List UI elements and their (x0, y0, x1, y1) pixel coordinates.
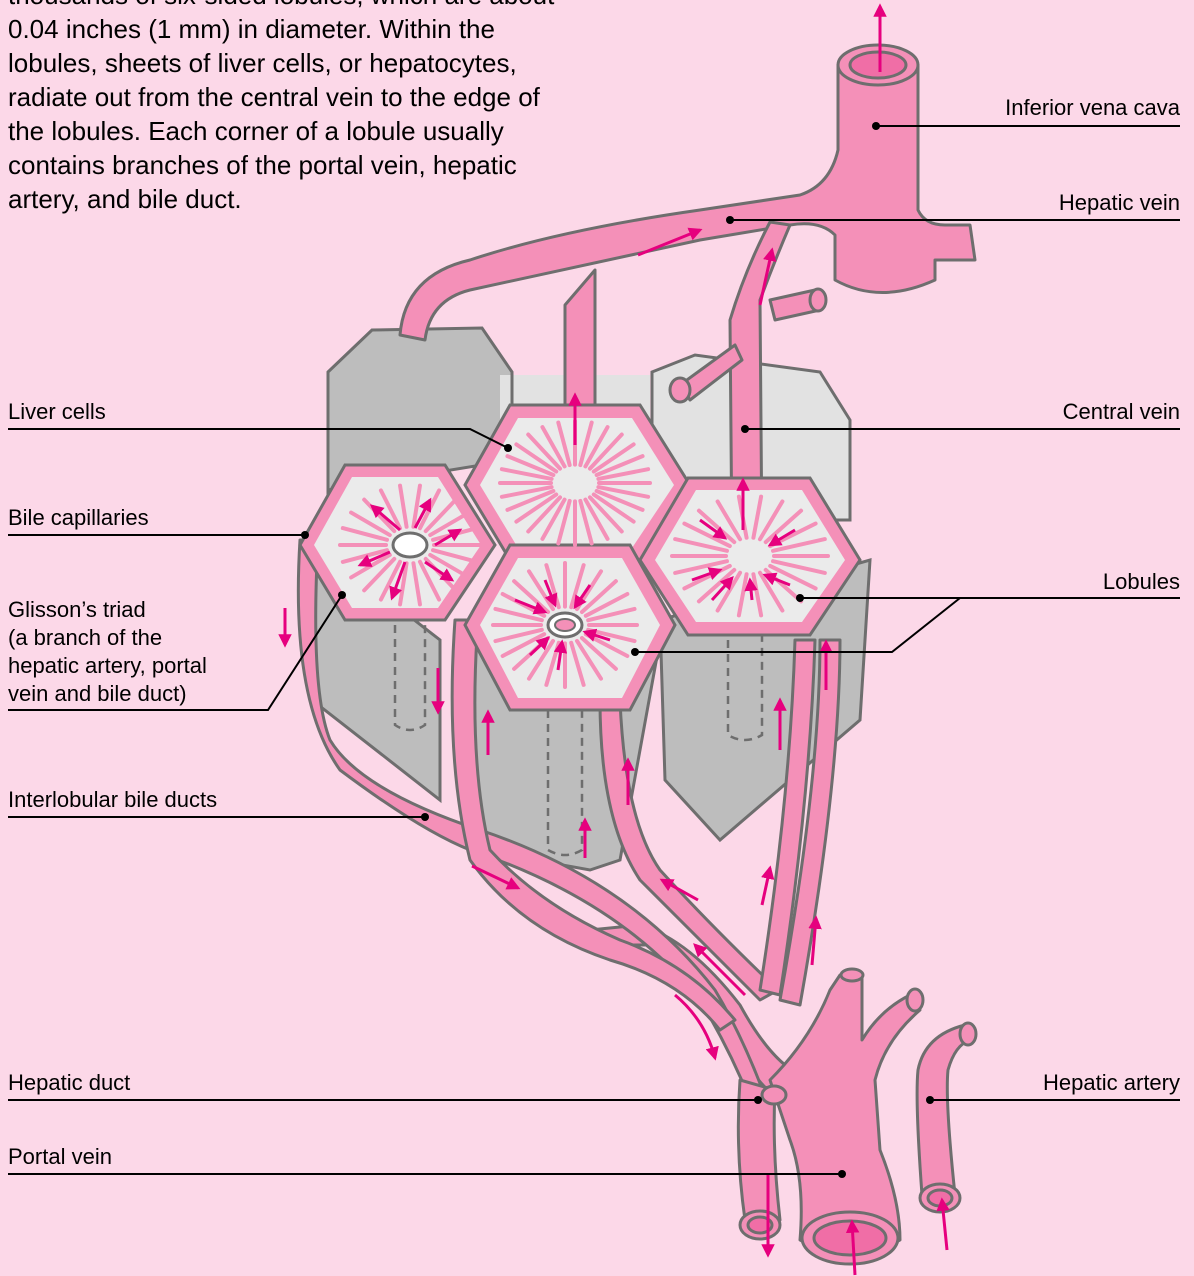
arrow-bundle (762, 868, 770, 905)
leader-glissons-triad (8, 595, 342, 710)
hepatic-vein-stub-opening (810, 289, 826, 311)
hepatic-artery-lumen (928, 1190, 952, 1206)
vena-cava-lumen (850, 52, 906, 78)
hepatic-artery (917, 1025, 970, 1195)
sublobular-vein-opening (670, 378, 690, 402)
hepatic-duct-side-opening (762, 1086, 786, 1104)
inferior-vena-cava (400, 65, 975, 340)
hepatic-artery-branch-opening (960, 1023, 976, 1045)
arrow-lobule-right (750, 580, 752, 600)
portal-vein-lumen (814, 1221, 886, 1255)
portal-vein-branch-opening (841, 969, 863, 981)
central-vein-opening-left (393, 533, 427, 557)
portal-vein-side-opening (907, 989, 923, 1011)
central-vein-lumen-middle (555, 619, 575, 631)
